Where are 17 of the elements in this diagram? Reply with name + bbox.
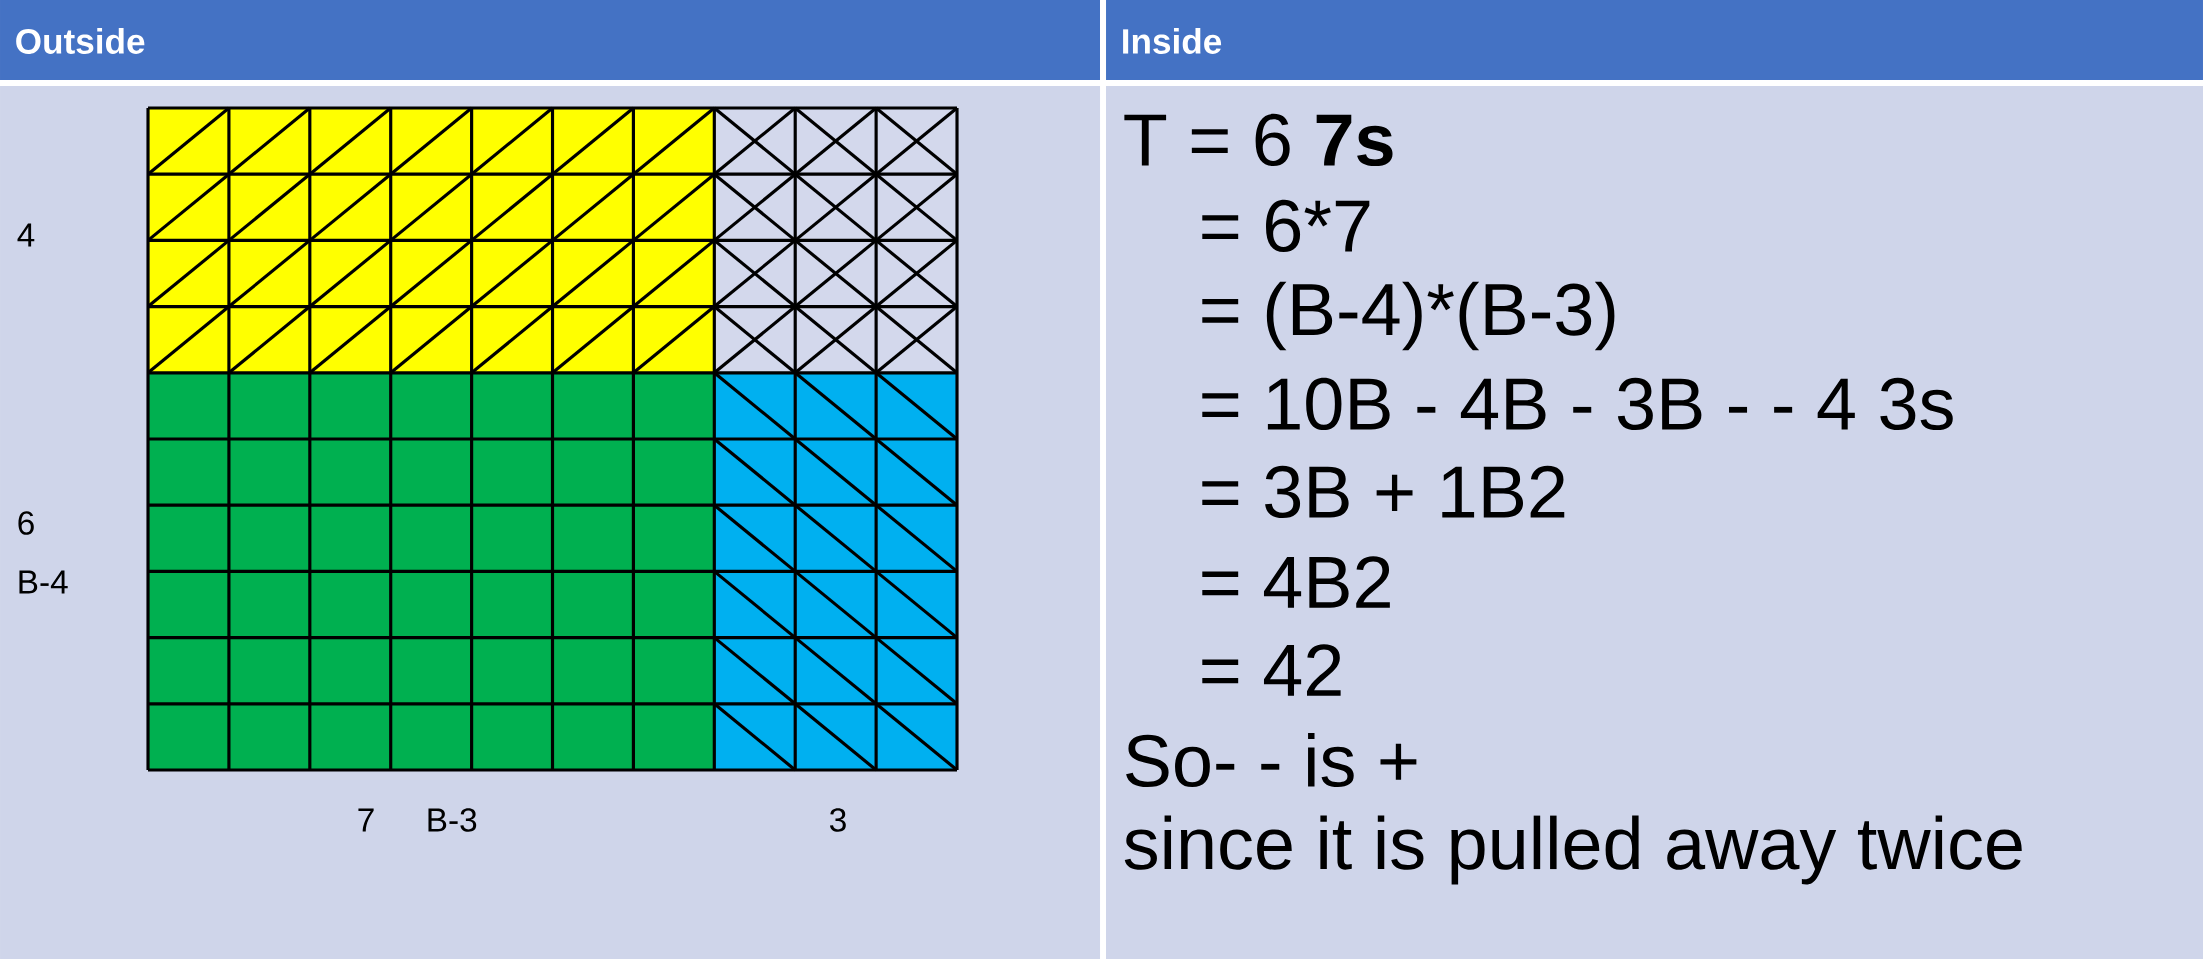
header-cell: Inside bbox=[1106, 0, 2203, 80]
equation-line: = 4B2 bbox=[1202, 556, 1390, 608]
text-line: So- - is + bbox=[1126, 732, 1417, 788]
equation-line: = 6*7 bbox=[1202, 199, 1370, 253]
equation-line: = 42 bbox=[1202, 644, 1341, 696]
dimension-label: 7 bbox=[358, 808, 374, 832]
equation-line: = (B-4)*(B-3) bbox=[1202, 281, 1615, 351]
dimension-label: 4 bbox=[17, 223, 35, 247]
dimension-label: B-4 bbox=[19, 570, 68, 594]
header-cell: Outside bbox=[0, 0, 1100, 80]
equation-line: T = 6 7s bbox=[1124, 113, 1393, 167]
dimension-label: 3 bbox=[830, 808, 846, 832]
dimension-label: B-3 bbox=[428, 808, 477, 832]
equation-line: = 3B + 1B2 bbox=[1202, 465, 1565, 519]
text-line: since it is pulled away twice bbox=[1124, 815, 2022, 885]
dimension-label: 6 bbox=[18, 511, 34, 535]
equation-line: = 10B - 4B - 3B - - 4 3s bbox=[1202, 377, 1953, 431]
